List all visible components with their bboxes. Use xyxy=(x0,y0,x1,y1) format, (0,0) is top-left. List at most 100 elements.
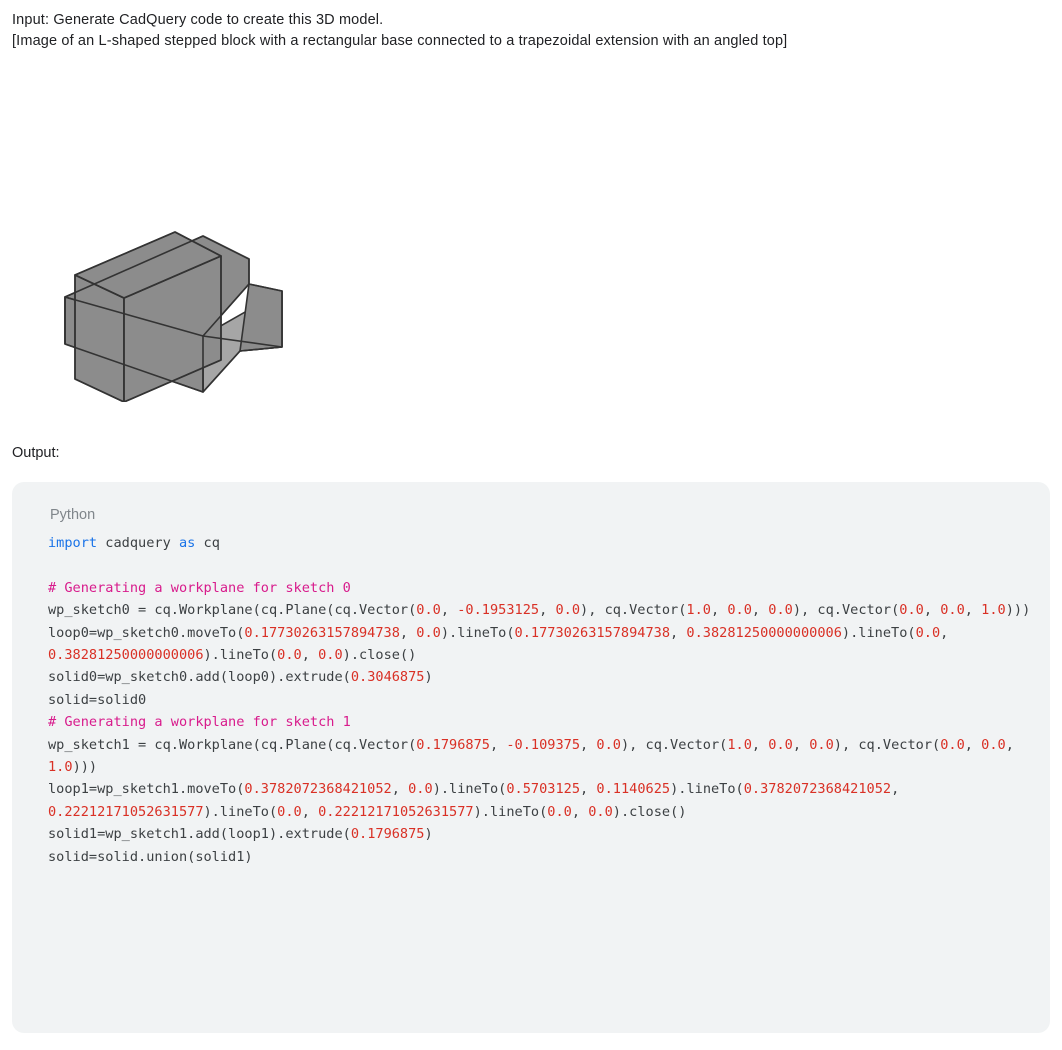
model-figure xyxy=(12,92,412,402)
code-token: loop1=wp_sketch1.moveTo( xyxy=(48,781,245,798)
code-token: 0.0 xyxy=(416,602,441,619)
code-token: , xyxy=(571,803,589,820)
code-token: 1.0 xyxy=(48,759,73,776)
code-token: 0.5703125 xyxy=(506,781,581,798)
code-token: , xyxy=(580,781,597,798)
code-token: loop0=wp_sketch0.moveTo( xyxy=(48,624,245,641)
code-token: , xyxy=(670,624,687,641)
code-token: 0.1796875 xyxy=(416,736,490,753)
code-token: ))) xyxy=(72,759,98,776)
code-token: 0.0 xyxy=(981,736,1006,753)
code-token: ).lineTo( xyxy=(203,803,278,820)
code-token: , xyxy=(751,736,769,753)
code-token: cq xyxy=(195,535,220,551)
code-token: , xyxy=(399,624,417,641)
code-token: , xyxy=(440,602,458,619)
isometric-block-svg xyxy=(64,231,283,402)
code-token: # Generating a workplane for sketch 1 xyxy=(48,714,351,731)
code-token: ), cq.Vector( xyxy=(580,602,687,619)
code-token: , xyxy=(391,781,409,798)
prompt-image-caption: [Image of an L-shaped stepped block with… xyxy=(12,33,788,49)
code-token: , xyxy=(489,736,507,753)
code-token: ), cq.Vector( xyxy=(620,736,728,753)
code-token: 0.17730263157894738 xyxy=(514,624,671,641)
code-token: 0.0 xyxy=(596,736,621,753)
code-token: 0.0 xyxy=(318,647,343,664)
base-block-edges xyxy=(74,231,222,402)
code-card: Python import cadquery as cq # Generatin… xyxy=(12,482,1050,1033)
code-language-label: Python xyxy=(50,507,96,523)
code-token: 1.0 xyxy=(686,602,711,619)
code-token: 0.22212171052631577 xyxy=(318,803,474,820)
block-geometry xyxy=(64,231,283,402)
code-line: wp_sketch0 = cq.Workplane(cq.Plane(cq.Ve… xyxy=(48,599,1036,621)
code-token: 0.0 xyxy=(768,736,793,753)
code-token: 0.0 xyxy=(547,803,572,820)
code-token: wp_sketch1 = cq.Workplane(cq.Plane(cq.Ve… xyxy=(48,736,417,753)
code-line: import cadquery as cq xyxy=(48,532,1036,554)
code-token: ).lineTo( xyxy=(440,624,515,641)
code-line: wp_sketch1 = cq.Workplane(cq.Plane(cq.Ve… xyxy=(48,734,1036,779)
code-token: import xyxy=(48,535,98,551)
code-token: ).lineTo( xyxy=(432,781,507,798)
code-token: 0.3782072368421052 xyxy=(244,781,392,798)
code-token: 0.1796875 xyxy=(350,826,425,843)
code-token: wp_sketch0 = cq.Workplane(cq.Plane(cq.Ve… xyxy=(48,602,417,619)
code-token: 0.1140625 xyxy=(596,781,671,798)
code-token: , xyxy=(301,803,319,820)
code-token: , xyxy=(710,602,728,619)
code-token: , xyxy=(751,602,769,619)
code-token: ).lineTo( xyxy=(841,624,916,641)
code-token: 0.0 xyxy=(277,647,302,664)
code-token: , xyxy=(1005,736,1023,753)
code-token: 0.0 xyxy=(809,736,834,753)
extension-chamfer-face xyxy=(239,283,283,352)
code-line: solid=solid0 xyxy=(48,689,1036,711)
code-line: loop0=wp_sketch0.moveTo(0.17730263157894… xyxy=(48,622,1036,667)
code-token: 0.0 xyxy=(277,803,302,820)
code-token: 1.0 xyxy=(727,736,752,753)
code-token: 0.0 xyxy=(899,602,924,619)
code-content[interactable]: import cadquery as cq # Generating a wor… xyxy=(48,532,1036,868)
block-edges xyxy=(64,235,283,393)
code-token: # Generating a workplane for sketch 0 xyxy=(48,579,351,596)
code-token: , xyxy=(792,736,810,753)
code-token: ), cq.Vector( xyxy=(792,602,900,619)
code-token: 0.0 xyxy=(727,602,752,619)
code-token: 0.0 xyxy=(408,781,433,798)
code-token: 0.3782072368421052 xyxy=(743,781,892,798)
code-token: 0.0 xyxy=(416,624,441,641)
code-token: 0.0 xyxy=(940,602,965,619)
code-token: 0.0 xyxy=(588,803,613,820)
code-token: , xyxy=(940,624,957,641)
code-token: , xyxy=(964,602,982,619)
code-token: 1.0 xyxy=(981,602,1006,619)
code-token: 0.17730263157894738 xyxy=(244,624,400,641)
code-token: ).close() xyxy=(612,803,687,820)
code-token: -0.109375 xyxy=(506,736,581,753)
code-token: ).lineTo( xyxy=(203,647,278,664)
code-line: # Generating a workplane for sketch 1 xyxy=(48,711,1036,733)
code-token: ), cq.Vector( xyxy=(833,736,941,753)
code-token: ))) xyxy=(1005,602,1031,619)
code-token: 0.38281250000000006 xyxy=(686,624,842,641)
code-token: 0.0 xyxy=(915,624,941,641)
code-token: 0.0 xyxy=(555,602,581,619)
code-line: solid0=wp_sketch0.add(loop0).extrude(0.3… xyxy=(48,666,1036,688)
code-token: as xyxy=(178,535,196,551)
code-line: solid=solid.union(solid1) xyxy=(48,846,1036,868)
code-token: 0.22212171052631577 xyxy=(48,803,204,820)
code-token: -0.1953125 xyxy=(457,602,540,619)
code-token: solid=solid0 xyxy=(48,691,147,708)
code-token: 0.3046875 xyxy=(350,669,425,686)
code-token: solid0=wp_sketch0.add(loop0).extrude( xyxy=(48,669,351,686)
code-token: cadquery xyxy=(97,535,179,551)
code-token: , xyxy=(923,602,941,619)
code-token: ).lineTo( xyxy=(670,781,744,798)
code-token: ).close() xyxy=(342,647,417,664)
code-line: loop1=wp_sketch1.moveTo(0.37820723684210… xyxy=(48,778,1036,823)
code-line: solid1=wp_sketch1.add(loop1).extrude(0.1… xyxy=(48,823,1036,845)
code-token: ) xyxy=(424,669,433,686)
code-token: , xyxy=(580,736,597,753)
